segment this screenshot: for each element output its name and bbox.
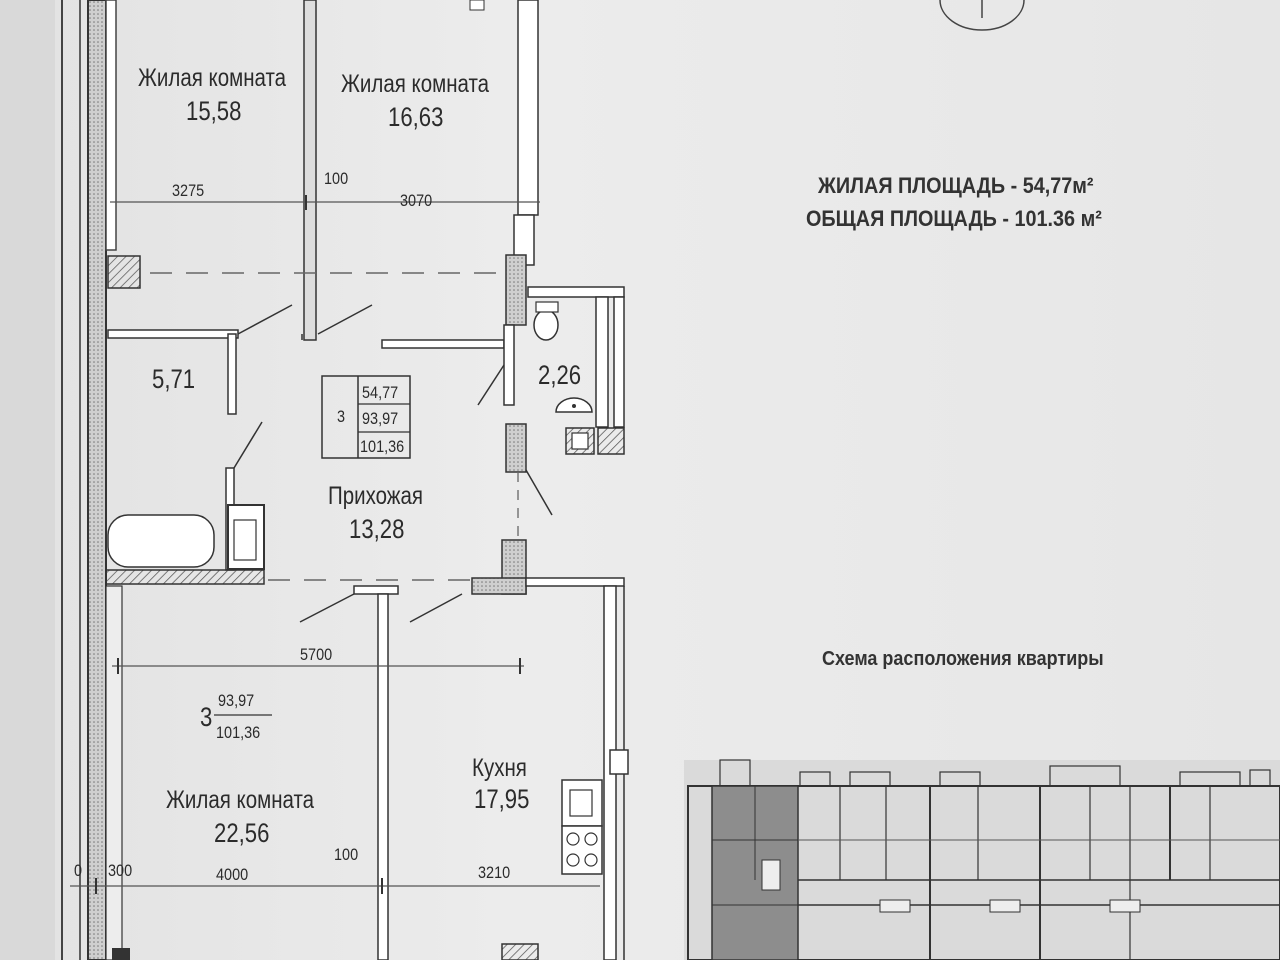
dimension-0: 0 — [74, 861, 83, 880]
room-area-storage: 5,71 — [152, 364, 196, 394]
room-name-living-bottom: Жилая комната — [166, 786, 315, 814]
fraction-bottom: 101,36 — [216, 723, 261, 742]
fraction-top: 93,97 — [218, 691, 255, 710]
partition-top-rooms — [303, 0, 317, 341]
kitchen-sink-icon — [561, 779, 603, 827]
room-area-kitchen: 17,95 — [474, 784, 530, 814]
dimension-5700: 5700 — [300, 645, 333, 664]
dimension-100-bottom: 100 — [334, 845, 359, 864]
table-area-without-balcony: 93,97 — [362, 409, 399, 428]
table-living-area: 54,77 — [362, 383, 399, 402]
stove-icon — [561, 825, 603, 875]
dimension-3275: 3275 — [172, 181, 205, 200]
apartment-table-frame — [321, 375, 411, 459]
room-area-wc: 2,26 — [538, 360, 582, 390]
dimension-4000: 4000 — [216, 865, 249, 884]
room-name-kitchen: Кухня — [472, 754, 527, 782]
room-area-living-top-right: 16,63 — [388, 102, 444, 132]
scheme-title: Схема расположения квартиры — [822, 648, 1104, 670]
dimension-300: 300 — [108, 861, 133, 880]
table-total-area: 101,36 — [360, 437, 405, 456]
exterior-wall-left — [87, 0, 107, 960]
room-area-living-top-left: 15,58 — [186, 96, 242, 126]
compass-icon — [939, 0, 1025, 31]
room-area-living-bottom: 22,56 — [214, 818, 270, 848]
building-scheme — [684, 759, 1280, 960]
dimension-3210: 3210 — [478, 863, 511, 882]
fraction-rooms-count: 3 — [200, 702, 213, 732]
summary-living-area: ЖИЛАЯ ПЛОЩАДЬ - 54,77м² — [818, 173, 1094, 198]
room-name-hall: Прихожая — [328, 482, 424, 510]
dimension-3070: 3070 — [400, 191, 433, 210]
room-name-living-top-left: Жилая комната — [138, 64, 287, 92]
dimension-100-top: 100 — [324, 169, 349, 188]
summary-total-area: ОБЩАЯ ПЛОЩАДЬ - 101.36 м² — [806, 206, 1102, 231]
toilet-icon — [533, 309, 559, 341]
room-area-hall: 13,28 — [349, 514, 405, 544]
table-rooms-count: 3 — [337, 407, 346, 426]
bathtub-icon — [107, 514, 215, 568]
partition-bottom-rooms — [377, 593, 389, 960]
room-name-living-top-right: Жилая комната — [341, 70, 490, 98]
